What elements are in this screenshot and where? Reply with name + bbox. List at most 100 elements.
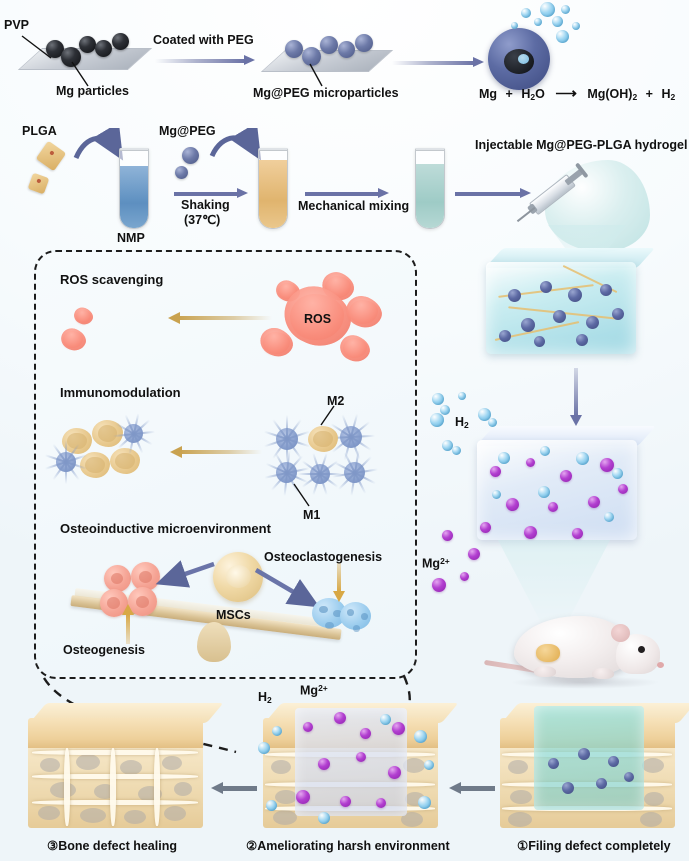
shaking-temp-label: (37℃) <box>184 213 221 227</box>
mgpeg-particle <box>521 318 535 332</box>
hydrogel-tube <box>415 148 445 229</box>
hydrogen-bubble <box>604 512 614 522</box>
ros-particle <box>343 338 367 358</box>
mechanical-mixing-label: Mechanical mixing <box>298 199 410 213</box>
hydrogen-bubble <box>538 486 550 498</box>
osteoblast-cell <box>104 565 131 592</box>
mgpeg-particle <box>600 284 612 296</box>
magnesium-ion <box>524 526 537 539</box>
arrow-coating <box>155 55 255 65</box>
hydrogen-bubble <box>266 800 277 811</box>
plus-sign-2: + <box>645 87 653 101</box>
pvp-label: PVP <box>4 18 30 32</box>
hydrogen-bubble <box>424 760 434 770</box>
magnesium-ion <box>506 498 519 511</box>
magnesium-ion <box>600 458 614 472</box>
balance-fulcrum <box>197 622 231 662</box>
m1-macrophage <box>263 449 310 496</box>
m2-leader-line <box>320 405 335 426</box>
hydrogen-bubble <box>414 730 427 743</box>
mgpeg-particle <box>624 772 634 782</box>
arrow-msc-to-osteoclast <box>254 568 320 608</box>
mg-particle <box>46 40 64 58</box>
nmp-tube <box>119 148 149 229</box>
mgpeg-particle <box>355 34 373 52</box>
hydrogen-bubble <box>552 16 563 27</box>
magnesium-ion <box>360 728 371 739</box>
m1-macrophage <box>263 414 311 464</box>
mgpeg-particle <box>320 36 338 54</box>
magnesium-ion <box>356 752 366 762</box>
ros-particle-small <box>63 331 83 348</box>
magnesium-ion <box>548 502 558 512</box>
mgpeg-particle <box>534 336 545 347</box>
magnesium-ion <box>468 548 480 560</box>
mgpeg-particle <box>182 147 199 164</box>
mouse-leg <box>534 666 556 677</box>
mg-particle <box>61 47 81 67</box>
hydrogen-bubble <box>430 413 444 427</box>
hydrogen-bubble <box>440 405 450 415</box>
hydrogen-bubble <box>318 812 330 824</box>
reaction-arrow: ⟶ <box>555 85 577 102</box>
immunomodulation-title: Immunomodulation <box>60 385 181 400</box>
hydrogen-bubble <box>521 8 531 18</box>
magnesium-ion <box>480 522 491 533</box>
cell-spikes <box>44 440 88 484</box>
magnesium-ion <box>618 484 628 494</box>
mouse-leg <box>592 668 614 679</box>
magnesium-ion <box>303 722 313 732</box>
degrading-hydrogel-fill <box>295 708 407 816</box>
m1-label: M1 <box>303 508 321 522</box>
magnesium-ion <box>388 766 401 779</box>
magnesium-ion <box>490 466 501 477</box>
magnesium-ion <box>318 758 330 770</box>
injectable-hydrogel-label: Injectable Mg@PEG-PLGA hydrogel <box>475 138 688 152</box>
plus-sign-1: + <box>505 87 513 101</box>
magnesium-ion <box>460 572 469 581</box>
bone-block-healed <box>28 703 224 828</box>
product-mgoh2: Mg(OH)2 <box>587 87 638 103</box>
mouse-eye <box>638 646 645 653</box>
arrow-stage2-to-stage3 <box>211 782 257 794</box>
hydrogen-bubble <box>556 30 569 43</box>
hydrogen-bubble <box>561 5 570 14</box>
magnesium-ion <box>340 796 351 807</box>
mgpeg-core-shell-particle <box>488 28 550 90</box>
m1-leader-line <box>293 483 310 507</box>
hydrogen-bubble <box>540 446 550 456</box>
arrow-osteogenesis-up <box>121 604 134 644</box>
mouse-ear <box>611 624 630 642</box>
magnesium-ion <box>376 798 386 808</box>
m2-macrophage <box>110 448 140 474</box>
plga-flake <box>27 172 50 195</box>
arrow-osteoclastogenesis-down <box>332 562 345 602</box>
hydrogen-bubble <box>432 393 444 405</box>
mgpeg-particle <box>338 41 355 58</box>
mgpeg-leader-line <box>309 63 323 87</box>
product-h2: H2 <box>661 87 676 103</box>
mgpeg-particle <box>302 47 321 66</box>
osteogenesis-label: Osteogenesis <box>63 643 145 657</box>
magnesium-ion <box>334 712 346 724</box>
mgpeg-particle <box>553 310 566 323</box>
hydrogen-bubble <box>452 446 461 455</box>
arrow-to-reaction <box>392 57 484 67</box>
arrow-mechanical-mixing <box>305 188 389 198</box>
trabecular-bone <box>28 748 203 828</box>
ros-particle <box>349 300 378 324</box>
arrow-shaking <box>174 188 248 198</box>
hydrogen-bubble <box>572 22 580 30</box>
osteoclastogenesis-label: Osteoclastogenesis <box>264 550 383 564</box>
magnesium-ion <box>572 528 583 539</box>
magnesium-ion <box>392 722 405 735</box>
stage-1-label: ①Filing defect completely <box>517 839 671 853</box>
hydrogen-bubble <box>380 714 391 725</box>
ros-particle-large <box>290 294 344 340</box>
mgpeg-microparticles-label: Mg@PEG microparticles <box>253 86 399 100</box>
mgpeg-particle <box>612 308 624 320</box>
m2-macrophage <box>62 428 92 454</box>
implant-site-patch <box>536 644 560 662</box>
ros-label: ROS <box>304 312 332 326</box>
